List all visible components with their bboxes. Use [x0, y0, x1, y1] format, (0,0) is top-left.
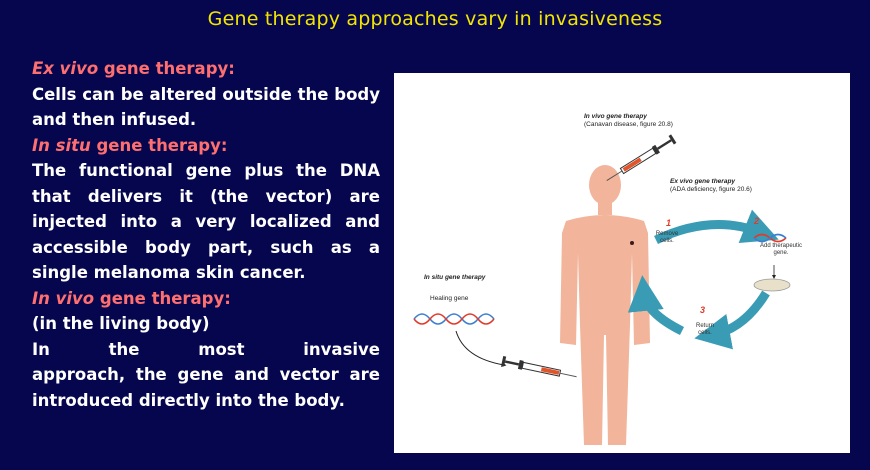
ex-vivo-heading: Ex vivo gene therapy: — [32, 56, 380, 82]
healing-gene-dna-icon — [413, 313, 495, 325]
healing-gene-label: Healing gene — [430, 295, 469, 302]
in-vivo-figure-title: In vivo gene therapy — [584, 113, 647, 120]
in-vivo-heading-italic: In vivo — [32, 288, 95, 308]
arrow-return-cells — [694, 290, 770, 350]
ex-vivo-heading-rest: gene therapy: — [98, 59, 235, 78]
in-situ-text: The functional gene plus the DNA that de… — [32, 161, 380, 282]
arrow-infuse-cells — [627, 275, 685, 336]
figure-illustration — [413, 134, 791, 445]
in-situ-figure-title: In situ gene therapy — [424, 274, 486, 281]
slide-title: Gene therapy approaches vary in invasive… — [207, 8, 663, 30]
in-vivo-text-line1: In the most invasive — [32, 339, 380, 359]
human-body-silhouette — [560, 165, 650, 445]
ex-vivo-text: Cells can be altered outside the body an… — [32, 84, 380, 130]
step-1-number: 1 — [666, 218, 672, 228]
in-situ-figure-label: In situ gene therapy — [424, 274, 485, 282]
step-3-label: Return cells. — [695, 323, 714, 336]
in-situ-heading-italic: In situ — [32, 135, 91, 155]
arrow-remove-cells — [654, 209, 779, 245]
ex-vivo-heading-italic: Ex vivo — [32, 59, 99, 78]
step-1-label: Remove cells. — [655, 231, 679, 244]
petri-dish-icon — [753, 278, 791, 292]
in-vivo-text: approach, the gene and vector are introd… — [32, 365, 380, 410]
injection-site-dot — [630, 241, 634, 245]
ex-vivo-figure-sub: (ADA deficiency, figure 20.6) — [670, 185, 752, 193]
therapeutic-dna-icon — [753, 233, 787, 243]
step-2-label: Add therapeutic gene. — [759, 243, 803, 256]
ex-vivo-figure-label: Ex vivo gene therapy(ADA deficiency, fig… — [670, 178, 752, 193]
in-vivo-figure-label: In vivo gene therapy(Canavan disease, fi… — [584, 113, 673, 128]
in-situ-heading-rest: gene therapy: — [90, 135, 228, 155]
syringe-top-icon — [606, 134, 677, 181]
gene-therapy-figure: In vivo gene therapy(Canavan disease, fi… — [394, 73, 850, 453]
step-3-number: 3 — [700, 305, 706, 315]
ex-vivo-figure-title: Ex vivo gene therapy — [670, 178, 736, 185]
in-situ-arrow — [455, 330, 507, 368]
syringe-bottom-icon — [501, 356, 577, 378]
text-column: Ex vivo gene therapy: Cells can be alter… — [32, 56, 380, 413]
in-vivo-heading: In vivo gene therapy: — [32, 286, 380, 312]
in-vivo-heading-rest: gene therapy: — [94, 288, 231, 308]
in-situ-heading: In situ gene therapy: — [32, 133, 380, 159]
in-vivo-figure-sub: (Canavan disease, figure 20.8) — [584, 120, 673, 128]
step-2-number: 2 — [754, 216, 760, 226]
in-vivo-subtitle: (in the living body) — [32, 314, 210, 333]
